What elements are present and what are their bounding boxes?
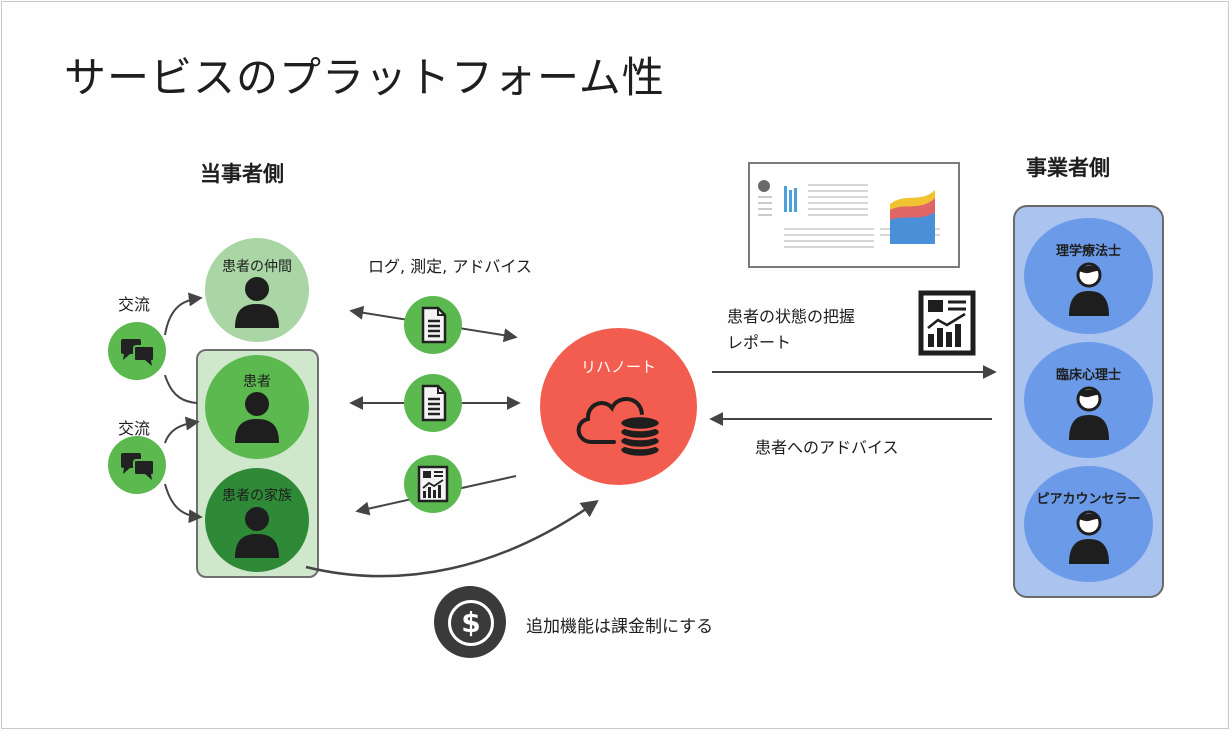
- chat-bubbles-icon: [108, 436, 166, 494]
- family-label: 患者の家族: [222, 488, 292, 504]
- dollar-icon: $: [434, 586, 506, 658]
- report-label-line2: レポート: [727, 333, 792, 352]
- role-label-1: 臨床心理士: [1055, 368, 1121, 383]
- advice-label: 患者へのアドバイス: [755, 438, 899, 457]
- exchange-curve-top-down: [164, 374, 198, 404]
- patient-node: 患者: [205, 355, 309, 459]
- log-measure-advice-label: ログ, 測定, アドバイス: [368, 257, 532, 276]
- chat-bubbles-icon: [108, 322, 166, 380]
- exchange-label-bottom: 交流: [118, 419, 151, 438]
- business-side-heading: 事業者側: [1026, 156, 1110, 180]
- role-label-2: ピアカウンセラー: [1036, 492, 1141, 507]
- report-chart-icon: [404, 455, 462, 513]
- person-icon: [1069, 386, 1109, 440]
- role-clinical-psychologist: 臨床心理士: [1024, 342, 1153, 458]
- peers-label: 患者の仲間: [222, 259, 292, 275]
- person-icon: [235, 392, 279, 443]
- person-icon: [235, 507, 279, 558]
- peers-node: 患者の仲間: [205, 238, 309, 342]
- exchange-label-top: 交流: [118, 295, 151, 314]
- patient-side-heading: 当事者側: [200, 162, 284, 186]
- document-icon: [404, 296, 462, 354]
- billing-label: 追加機能は課金制にする: [526, 617, 714, 637]
- rihanote-hub: リハノート: [540, 328, 697, 485]
- person-icon: [1069, 510, 1109, 564]
- slide-title: サービスのプラットフォーム性: [64, 53, 665, 102]
- exchange-curve-bottom-up: [164, 416, 200, 444]
- role-physical-therapist: 理学療法士: [1024, 218, 1153, 334]
- family-node: 患者の家族: [205, 468, 309, 572]
- hub-label: リハノート: [580, 358, 656, 376]
- exchange-curve-bottom-down: [164, 483, 203, 524]
- dollar-symbol: $: [448, 600, 494, 646]
- role-peer-counselor: ピアカウンセラー: [1024, 466, 1153, 582]
- report-chart-icon: [918, 290, 976, 356]
- person-icon: [1069, 262, 1109, 316]
- exchange-curve-top-up: [164, 292, 203, 336]
- document-icon: [404, 374, 462, 432]
- patient-label: 患者: [243, 374, 271, 390]
- arrow-family-hub-curve: [305, 499, 599, 578]
- report-label-line1: 患者の状態の把握: [727, 307, 856, 326]
- cloud-database-icon: [576, 397, 662, 459]
- role-label-0: 理学療法士: [1055, 244, 1121, 259]
- dashboard-screenshot: [748, 162, 960, 268]
- person-icon: [235, 277, 279, 328]
